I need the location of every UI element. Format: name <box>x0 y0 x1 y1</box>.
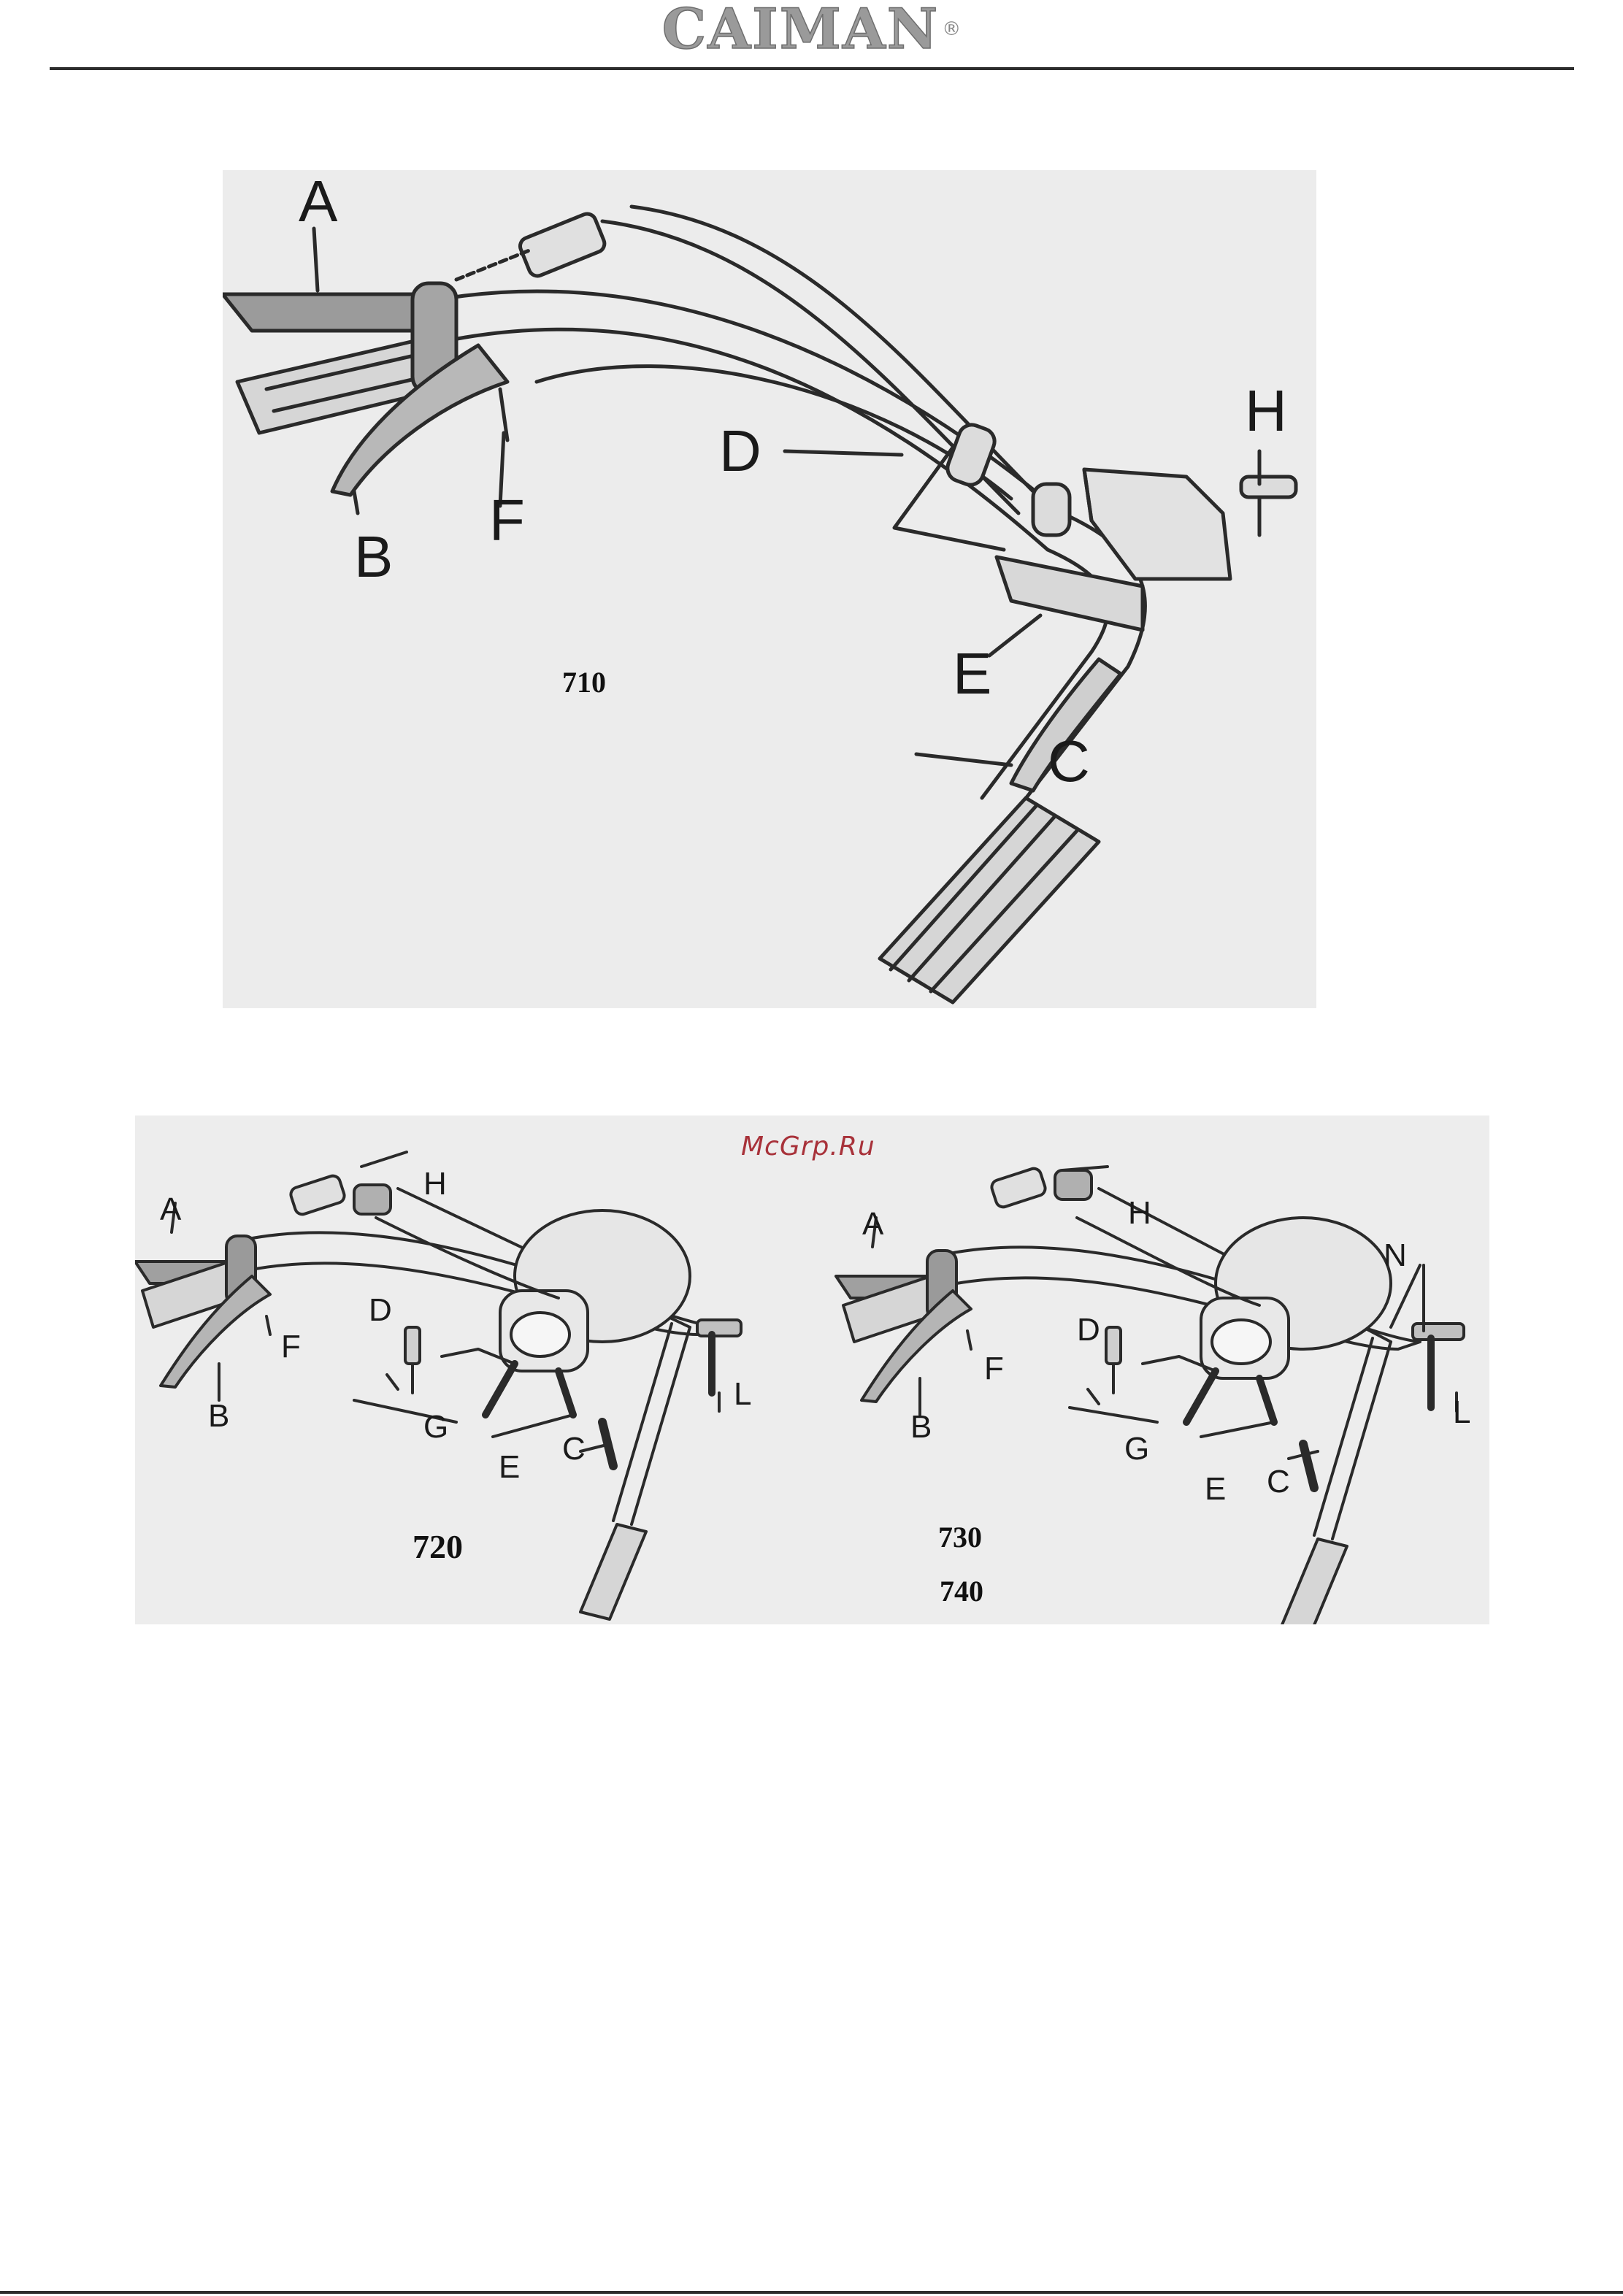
label-730-a: A <box>862 1208 883 1240</box>
label-720-c: C <box>562 1433 586 1465</box>
label-730-l: L <box>1453 1397 1470 1429</box>
label-730-f: F <box>984 1353 1004 1385</box>
label-720-d: D <box>369 1294 392 1326</box>
figure-710-handlebar-illustration: A B C D E F H 710 <box>223 170 1316 1008</box>
label-h: H <box>1245 382 1287 440</box>
handlebar-720-730-drawing <box>135 1116 1489 1624</box>
label-c: C <box>1048 732 1090 791</box>
label-720-g: G <box>423 1411 448 1443</box>
watermark-text: McGrp.Ru <box>741 1134 875 1160</box>
label-730-b: B <box>910 1411 932 1443</box>
label-720-b: B <box>208 1400 229 1432</box>
label-730-e: E <box>1205 1473 1226 1505</box>
brand-logo: CAIMAN® <box>0 0 1623 58</box>
label-a: A <box>299 172 337 231</box>
label-730-g: G <box>1124 1433 1149 1465</box>
label-730-d: D <box>1077 1314 1100 1346</box>
label-f: F <box>489 491 525 550</box>
header-rule <box>50 67 1574 70</box>
model-720: 720 <box>413 1530 463 1564</box>
label-b: B <box>354 528 393 586</box>
model-710: 710 <box>562 668 606 697</box>
label-730-n: N <box>1384 1240 1407 1272</box>
model-730: 730 <box>938 1523 982 1552</box>
brand-name: CAIMAN <box>662 1 940 57</box>
label-730-c: C <box>1267 1466 1290 1498</box>
label-d: D <box>719 422 761 480</box>
model-740: 740 <box>940 1577 983 1606</box>
label-720-h: H <box>423 1168 447 1200</box>
label-720-f: F <box>281 1331 301 1363</box>
label-720-l: L <box>734 1378 751 1410</box>
figure-720-730-740-handlebar-illustration: A B C D E F G H L 720 A B C D E F G H L … <box>135 1116 1489 1624</box>
footer-rule <box>0 2291 1623 2294</box>
label-720-e: E <box>499 1451 520 1483</box>
handlebar-710-drawing <box>223 170 1316 1008</box>
label-e: E <box>953 645 991 703</box>
registered-mark: ® <box>942 18 961 40</box>
label-730-h: H <box>1128 1197 1151 1229</box>
label-720-a: A <box>160 1194 181 1226</box>
